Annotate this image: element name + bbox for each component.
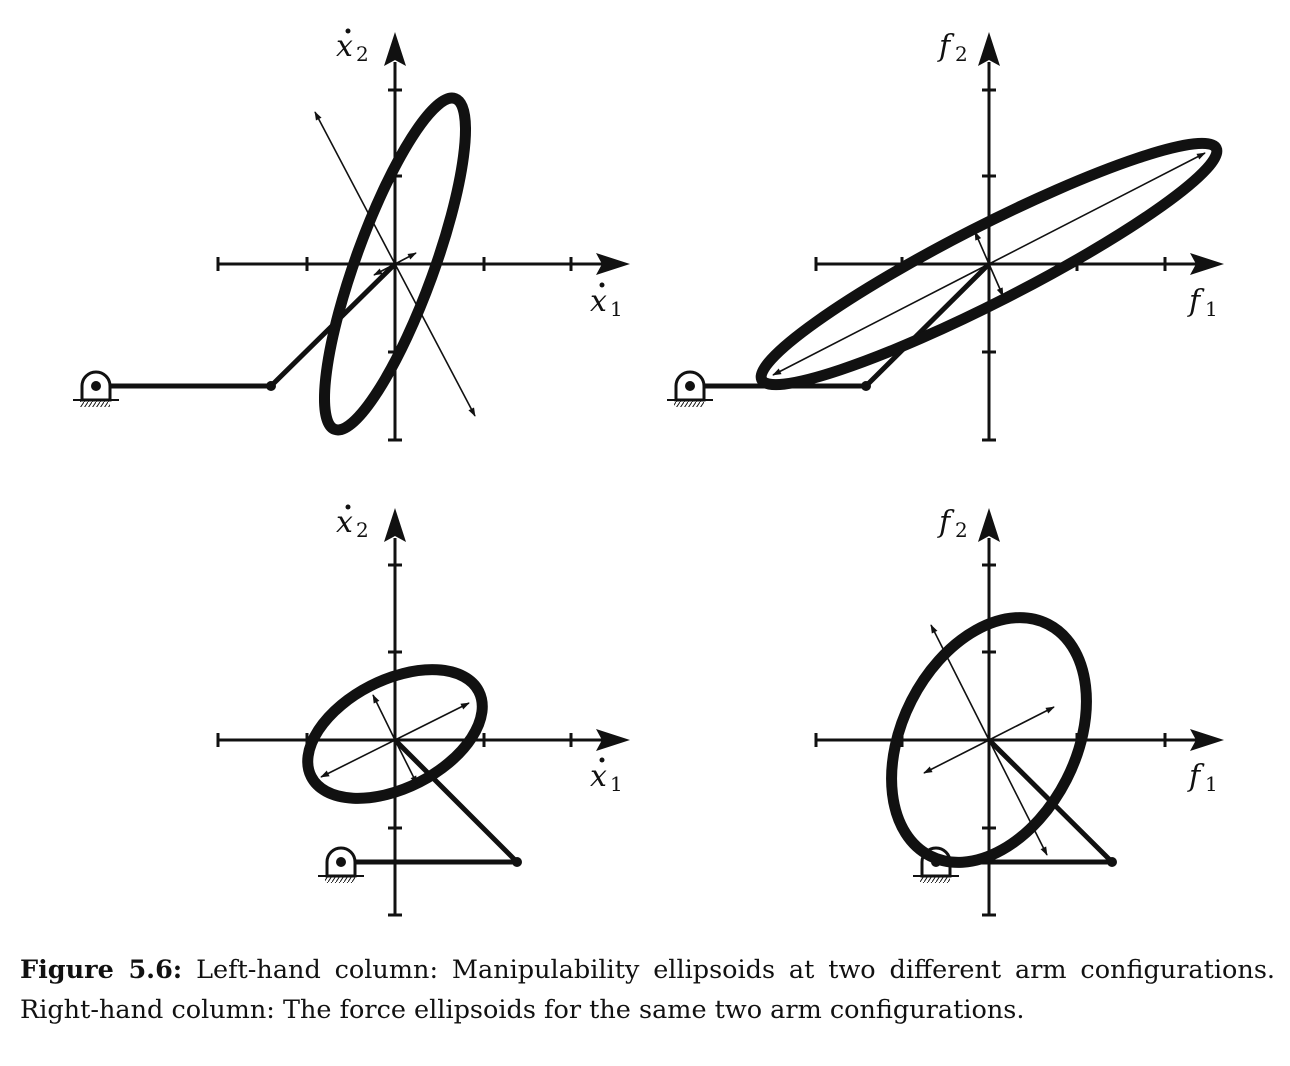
base-joint bbox=[667, 370, 713, 407]
y-axis-label: f 2 bbox=[937, 505, 968, 542]
principal-axes bbox=[314, 111, 476, 417]
y-axis-dot bbox=[345, 504, 351, 510]
manipulability-ellipse bbox=[302, 664, 488, 804]
x-axis-label: f 1 bbox=[1187, 759, 1218, 796]
x-axis-dot bbox=[599, 282, 605, 288]
panel-force-config-2: f 1 f 2 bbox=[814, 505, 1224, 917]
figure-caption: Figure 5.6: Left-hand column: Manipulabi… bbox=[20, 950, 1275, 1030]
y-axis-letter: f bbox=[937, 29, 955, 64]
manipulability-ellipse bbox=[319, 92, 471, 436]
y-axis-letter: f bbox=[937, 505, 955, 540]
x-axis bbox=[216, 729, 630, 751]
y-axis-letter: x bbox=[336, 29, 353, 64]
force-ellipse bbox=[886, 612, 1092, 868]
x-axis-letter: f bbox=[1187, 759, 1205, 794]
y-axis-subscript: 2 bbox=[356, 518, 369, 542]
y-axis-dot bbox=[345, 28, 351, 34]
panel-force-config-1: f 1 f 2 bbox=[667, 29, 1224, 442]
y-axis-label: f 2 bbox=[937, 29, 968, 66]
x-axis-subscript: 1 bbox=[1205, 772, 1218, 796]
figure: x 1 x 2 bbox=[73, 28, 1224, 917]
y-axis-subscript: 2 bbox=[356, 42, 369, 66]
x-axis-subscript: 1 bbox=[610, 297, 623, 321]
panel-manipulability-config-1: x 1 x 2 bbox=[73, 28, 630, 442]
x-axis-letter: x bbox=[590, 759, 607, 794]
x-axis-subscript: 1 bbox=[610, 772, 623, 796]
panel-manipulability-config-2: x 1 x 2 bbox=[216, 504, 630, 917]
y-axis-letter: x bbox=[336, 505, 353, 540]
y-axis-label: x 2 bbox=[336, 28, 369, 66]
x-axis-subscript: 1 bbox=[1205, 297, 1218, 321]
x-axis-label: f 1 bbox=[1187, 284, 1218, 321]
x-axis-label: x 1 bbox=[590, 757, 623, 796]
base-joint bbox=[73, 370, 119, 407]
x-axis bbox=[216, 253, 630, 275]
principal-axes bbox=[772, 152, 1206, 376]
x-axis-letter: x bbox=[590, 284, 607, 319]
arm-links bbox=[341, 738, 522, 867]
y-axis-subscript: 2 bbox=[955, 42, 968, 66]
figure-caption-text: Left-hand column: Manipulability ellipso… bbox=[20, 955, 1276, 1025]
y-axis bbox=[384, 508, 406, 917]
x-axis bbox=[814, 253, 1224, 275]
x-axis-label: x 1 bbox=[590, 282, 623, 321]
principal-axes bbox=[320, 694, 470, 785]
y-axis bbox=[978, 32, 1000, 442]
x-axis-letter: f bbox=[1187, 284, 1205, 319]
principal-axes bbox=[923, 624, 1055, 856]
x-axis bbox=[814, 729, 1224, 751]
arm-links bbox=[936, 738, 1117, 867]
y-axis-subscript: 2 bbox=[955, 518, 968, 542]
x-axis-dot bbox=[599, 757, 605, 763]
figure-caption-label: Figure 5.6: bbox=[20, 955, 183, 985]
y-axis-label: x 2 bbox=[336, 504, 369, 542]
base-joint bbox=[318, 846, 364, 883]
force-ellipse bbox=[755, 137, 1223, 391]
